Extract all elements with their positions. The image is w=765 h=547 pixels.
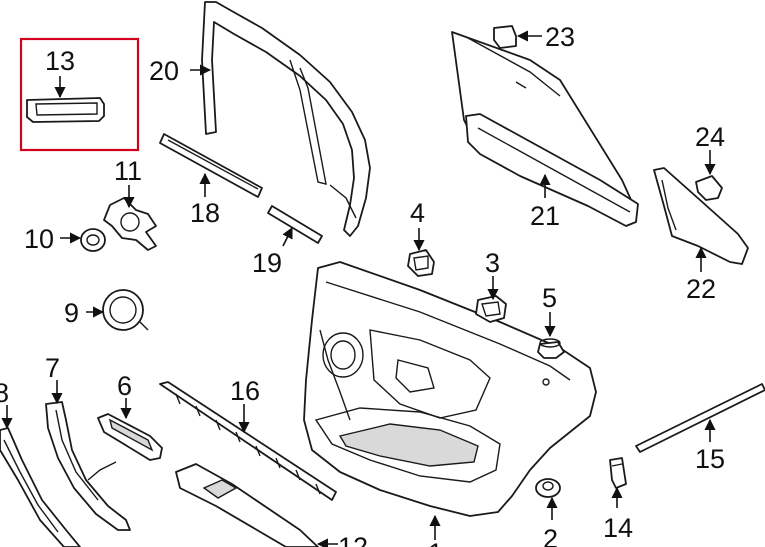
callout-4: 4 [410,198,425,228]
callout-1: 1 [428,538,443,547]
part-2-push-clip[interactable] [535,478,561,498]
part-16-seal-strip[interactable] [159,381,337,501]
highlight-box-part-13[interactable] [19,37,140,152]
part-5-grommet[interactable] [537,338,565,359]
callout-22: 22 [686,274,716,304]
part-12-armrest[interactable] [175,463,319,547]
part-21-window-shade[interactable] [451,31,639,227]
callout-23: 23 [545,22,575,52]
part-19-trim-strip[interactable] [267,205,323,244]
callout-14: 14 [603,513,633,543]
callout-3: 3 [485,248,500,278]
part-14-plug[interactable] [609,457,627,489]
part-1-door-trim-panel[interactable] [303,261,597,517]
callout-13: 13 [45,46,75,76]
part-18-trim-strip[interactable] [159,133,263,198]
callout-9: 9 [64,298,79,328]
callout-19: 19 [252,248,282,278]
callout-7: 7 [45,353,60,383]
callout-10: 10 [24,224,54,254]
callout-18: 18 [190,198,220,228]
part-10-ring[interactable] [80,228,106,252]
part-15-rod[interactable] [635,383,765,453]
part-20-window-frame[interactable] [201,1,371,237]
part-7-trim[interactable] [45,401,131,531]
callout-21: 21 [530,201,560,231]
callout-5: 5 [542,283,557,313]
callout-11: 11 [114,156,142,186]
callout-20: 20 [149,56,179,86]
callout-24: 24 [695,122,725,152]
part-8-trim[interactable] [0,427,81,547]
part-23-clip[interactable] [493,25,517,49]
part-13-cover[interactable] [26,97,105,123]
part-11-bracket[interactable] [103,197,157,251]
part-6-pull-handle[interactable] [97,413,163,461]
callout-12: 12 [338,532,368,547]
callout-16: 16 [230,376,260,406]
part-24-cap[interactable] [695,175,723,201]
part-4-clip[interactable] [407,249,435,277]
callout-15: 15 [695,444,725,474]
part-9-speaker-ring[interactable] [102,289,149,331]
callout-6: 6 [117,371,132,401]
callout-8: 8 [0,378,9,408]
part-22-corner-trim[interactable] [653,167,749,265]
callout-2: 2 [543,524,558,547]
